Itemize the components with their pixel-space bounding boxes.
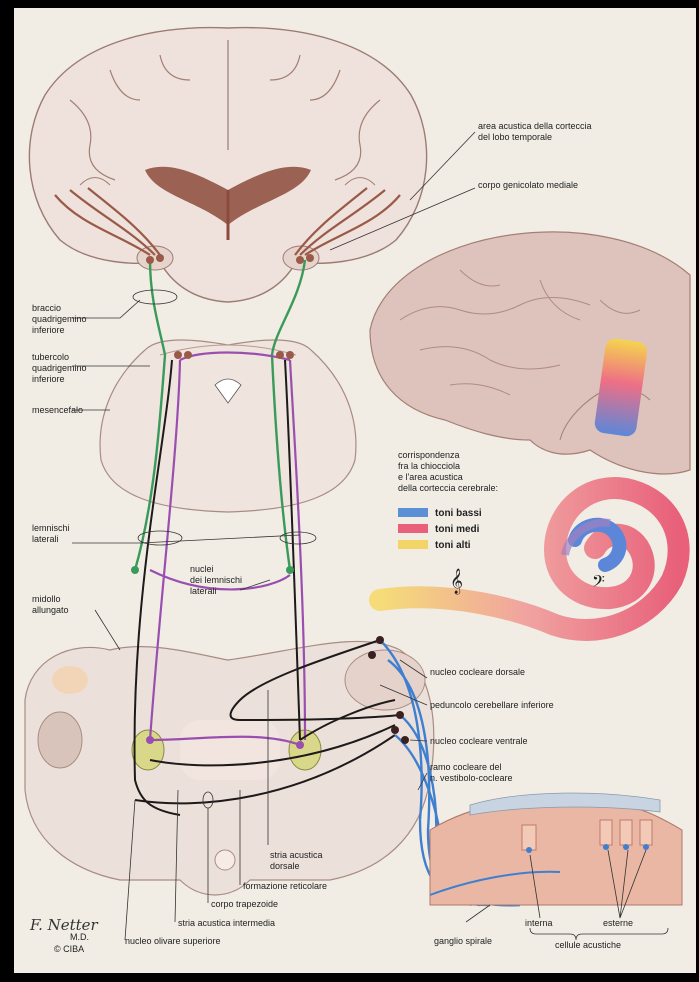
label-corpo-genicolato: corpo genicolato mediale	[478, 180, 578, 190]
label-corpo-trapezoide: corpo trapezoide	[211, 899, 278, 909]
label-corrispondenza-2: fra la chiocciola	[398, 461, 460, 471]
braccio-marker	[133, 290, 177, 304]
label-stria-intermedia: stria acustica intermedia	[178, 918, 275, 928]
legend-label-toni-bassi: toni bassi	[435, 508, 482, 519]
bass-clef-icon: 𝄢	[592, 571, 605, 595]
label-lemnischi-1: lemnischi	[32, 523, 70, 533]
signature-md: M.D.	[70, 932, 89, 942]
label-corrispondenza-1: corrispondenza	[398, 450, 460, 460]
label-nuclei-lemnischi-3: laterali	[190, 586, 217, 596]
label-esterne: esterne	[603, 918, 633, 928]
label-nucleo-ventrale: nucleo cocleare ventrale	[430, 736, 528, 746]
coronal-brain-section	[29, 28, 426, 302]
label-braccio-3: inferiore	[32, 325, 65, 335]
label-area-acustica-2: del lobo temporale	[478, 132, 552, 142]
label-braccio-2: quadrigemino	[32, 314, 87, 324]
label-tubercolo-1: tubercolo	[32, 352, 69, 362]
label-corrispondenza-4: della corteccia cerebrale:	[398, 483, 498, 493]
label-area-acustica-1: area acustica della corteccia	[478, 121, 592, 131]
label-nucleo-dorsale: nucleo cocleare dorsale	[430, 667, 525, 677]
medulla-section	[25, 641, 434, 895]
lateral-brain-view	[370, 232, 690, 474]
label-nuclei-lemnischi-1: nuclei	[190, 564, 214, 574]
organ-of-corti-inset	[430, 793, 682, 905]
label-corrispondenza-3: e l'area acustica	[398, 472, 463, 482]
label-ganglio: ganglio spirale	[434, 936, 492, 946]
label-stria-dorsale-2: dorsale	[270, 861, 300, 871]
label-ramo-2: n. vestibolo-cocleare	[430, 773, 513, 783]
label-formazione: formazione reticolare	[243, 881, 327, 891]
treble-clef-icon: 𝄞	[450, 568, 463, 594]
label-cellule: cellule acustiche	[555, 940, 621, 950]
label-midollo-2: allungato	[32, 605, 69, 615]
netter-signature: F. Netter M.D. © CIBA	[29, 916, 99, 954]
label-peduncolo: peduncolo cerebellare inferiore	[430, 700, 554, 710]
label-interna: interna	[525, 918, 553, 928]
legend-swatch-toni-alti	[398, 540, 428, 549]
label-stria-dorsale-1: stria acustica	[270, 850, 323, 860]
legend-label-toni-alti: toni alti	[435, 540, 471, 551]
legend-swatch-toni-bassi	[398, 508, 428, 517]
label-braccio-1: braccio	[32, 303, 61, 313]
signature-copyright: © CIBA	[54, 944, 84, 954]
label-nuclei-lemnischi-2: dei lemnischi	[190, 575, 242, 585]
label-tubercolo-3: inferiore	[32, 374, 65, 384]
label-lemnischi-2: laterali	[32, 534, 59, 544]
label-tubercolo-2: quadrigemino	[32, 363, 87, 373]
label-midollo-1: midollo	[32, 594, 61, 604]
label-nucleo-olivare: nucleo olivare superiore	[125, 936, 221, 946]
legend-swatch-toni-medi	[398, 524, 428, 533]
label-mesencefalo: mesencefalo	[32, 405, 83, 415]
legend-label-toni-medi: toni medi	[435, 524, 480, 535]
label-ramo-1: ramo cocleare del	[430, 762, 502, 772]
legend: toni bassi toni medi toni alti	[398, 508, 482, 551]
